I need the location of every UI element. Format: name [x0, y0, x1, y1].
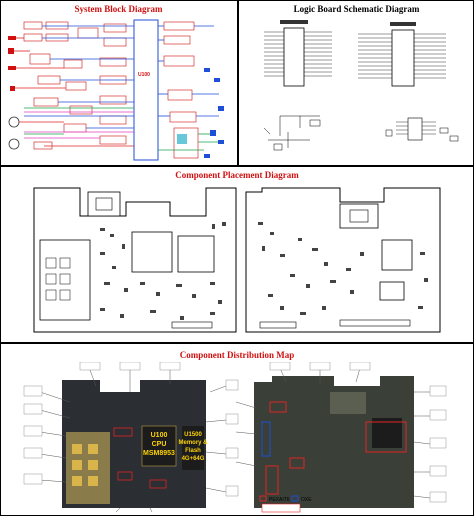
- cpu-block-label: U100: [138, 72, 150, 78]
- distribution-mem-chip: [182, 426, 204, 470]
- placement-connector-right: [339, 319, 411, 327]
- right-lines: [158, 25, 219, 117]
- schematic-header-right: [390, 22, 416, 26]
- divider-2: [0, 342, 474, 344]
- left-blocks: [23, 21, 127, 150]
- signal-lines-pink: [24, 111, 134, 139]
- signal-lines-red: [14, 37, 134, 147]
- distribution-cpu-line-1: U100: [151, 432, 168, 439]
- distribution-cpu-line-2: CPU: [152, 441, 167, 448]
- schematic-ic-small: [407, 117, 423, 141]
- distribution-cpu-chip: [141, 425, 177, 467]
- distribution-left-label-boxes: [23, 362, 239, 497]
- pmic-inner: [177, 134, 187, 144]
- placement-ic-right-small: [379, 281, 405, 301]
- distribution-right-ic: [372, 418, 402, 448]
- distribution-sim-contacts: [72, 444, 98, 486]
- signal-lines-green: [24, 107, 134, 135]
- distribution-right-red-marks: [265, 401, 407, 495]
- logic-board-schematic: [263, 20, 459, 151]
- distribution-mem-line-3: Flash: [185, 448, 201, 454]
- placement-left-parts: [100, 222, 226, 320]
- right-connector-lines: [158, 133, 218, 151]
- right-blocks: [163, 21, 197, 123]
- component-placement-diagram: [33, 187, 441, 333]
- earpiece-icon: [8, 138, 20, 150]
- cpu-block: [133, 19, 159, 161]
- distribution-cpu-line-3: MSM8953: [143, 450, 175, 457]
- placement-connector-right-2: [259, 321, 297, 329]
- distribution-left-red-marks: [113, 427, 167, 489]
- top-divider-vertical: [237, 0, 239, 166]
- distribution-bottom-box: [261, 503, 301, 513]
- system-block-title: System Block Diagram: [74, 4, 163, 14]
- distribution-right-blue-marks: [261, 421, 271, 457]
- right-connectors: [204, 68, 224, 158]
- speaker-icon: [8, 116, 20, 128]
- distribution-mem-line-2: Memory &: [178, 440, 208, 446]
- distribution-right-label-boxes: [269, 362, 447, 503]
- schematic-ic-right: [391, 29, 415, 87]
- distribution-left-callouts: [39, 369, 227, 513]
- placement-simcard-contacts: [45, 257, 71, 301]
- schematic-ic-right-pins: [358, 33, 446, 79]
- legend-label-left: PEXAIT6: [269, 497, 290, 503]
- legend-swatch-blue: [291, 495, 299, 502]
- signal-lines-blue: [24, 25, 134, 129]
- schematic-ic-small-pins: [396, 121, 436, 135]
- distribution-board-right: [254, 376, 414, 508]
- left-components: [8, 36, 16, 91]
- distribution-mem-line-1: U1500: [184, 432, 202, 438]
- placement-title: Component Placement Diagram: [175, 170, 299, 180]
- placement-mem-outline: [177, 235, 215, 273]
- placement-ic-right-large: [381, 239, 413, 271]
- legend-swatch-red: [259, 495, 267, 502]
- distribution-mem-line-4: 4G+64G: [182, 456, 205, 462]
- schematic-ic-left: [283, 27, 305, 87]
- distribution-title: Component Distribution Map: [179, 350, 295, 360]
- system-block-diagram: U100: [8, 19, 224, 161]
- distribution-right-shield: [330, 392, 366, 414]
- placement-right-parts: [258, 222, 428, 315]
- divider-1: [0, 165, 474, 167]
- distribution-right-callouts: [235, 367, 431, 499]
- placement-cpu-outline: [131, 231, 173, 273]
- schematic-ic-left-pins: [264, 31, 332, 77]
- logic-board-title: Logic Board Schematic Diagram: [293, 4, 420, 14]
- placement-connector-left: [171, 321, 213, 329]
- schematic-lower-parts: [263, 115, 321, 151]
- component-distribution-map: U100 CPU MSM8953 U1500 Memory & Flash 4G…: [23, 362, 447, 513]
- schematic-small-boxes: [385, 127, 459, 142]
- legend-label-right: OXE: [301, 497, 312, 503]
- schematic-header-left: [280, 20, 308, 24]
